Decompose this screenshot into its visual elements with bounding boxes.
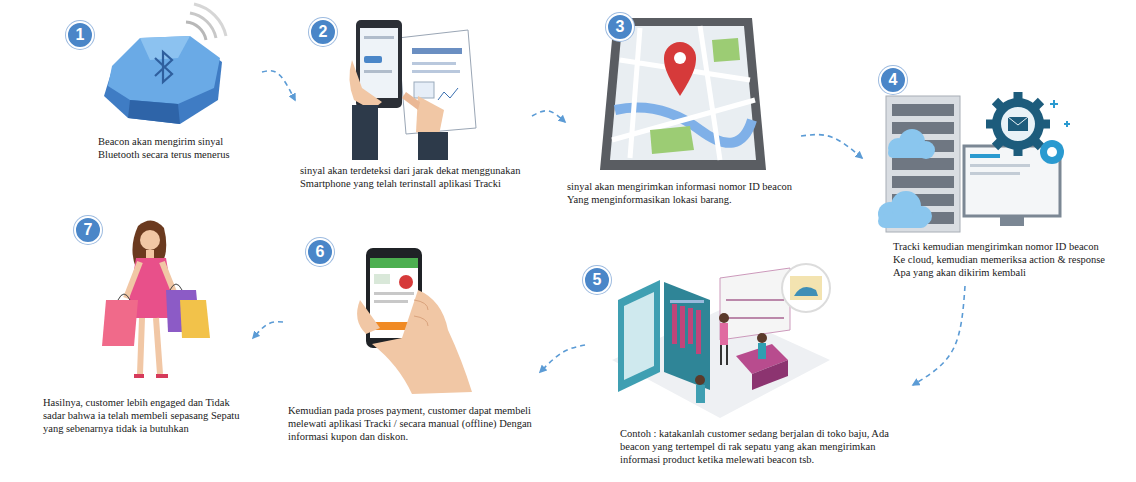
flow-arrow (532, 111, 565, 122)
phone-hand-illustration (349, 20, 476, 160)
callout-number: 6 (306, 238, 334, 266)
callout-number: 2 (309, 18, 337, 46)
callout-number: 5 (583, 266, 611, 294)
step-group: 1Beacon akan mengirim sinyal Bluetooth s… (60, 18, 262, 168)
beacon-illustration (104, 4, 226, 124)
flow-arrow (540, 345, 585, 372)
step-caption: Contoh : katakanlah customer sedang berj… (620, 427, 910, 466)
step-group: 6Kemudian pada proses payment, customer … (283, 238, 540, 448)
callout-number: 3 (606, 13, 634, 41)
step-caption: Hasilnya, customer lebih engaged dan Tid… (43, 396, 251, 435)
step-group: 5Contoh : katakanlah customer sedang ber… (585, 258, 913, 476)
flow-arrow (253, 322, 283, 338)
step-caption: Tracki kemudian mengirimkan nomor ID bea… (893, 240, 1108, 279)
step-group: 2 sinyal akan terdeteksi dari jarak dekat… (295, 12, 532, 197)
step-caption: sinyal akan terdeteksi dari jarak dekat … (300, 164, 530, 190)
shopper-illustration (102, 220, 210, 376)
step-caption: Beacon akan mengirim sinyal Bluetooth se… (98, 135, 258, 161)
callout-number: 7 (74, 216, 102, 244)
step-group: 3 sinyal akan mengirimkan informasi nomor… (565, 10, 801, 215)
flow-arrow (801, 135, 862, 158)
map-tablet-illustration (600, 18, 766, 170)
step-group: 4Tracki kemudian mengirimkan nomor ID be… (862, 66, 1112, 286)
step-caption: Kemudian pada proses payment, customer d… (288, 404, 538, 443)
cloud-server-illustration (878, 92, 1070, 232)
step-group: 7Hasilnya, customer lebih engaged dan Ti… (38, 214, 253, 440)
callout-number: 1 (66, 21, 94, 49)
callout-number: 4 (879, 66, 907, 94)
flow-arrow (262, 71, 295, 100)
flow-arrow (913, 286, 965, 385)
phone-payment-illustration (357, 248, 472, 394)
step-caption: sinyal akan mengirimkan informasi nomor … (567, 180, 799, 206)
shop-illustration (612, 264, 830, 418)
